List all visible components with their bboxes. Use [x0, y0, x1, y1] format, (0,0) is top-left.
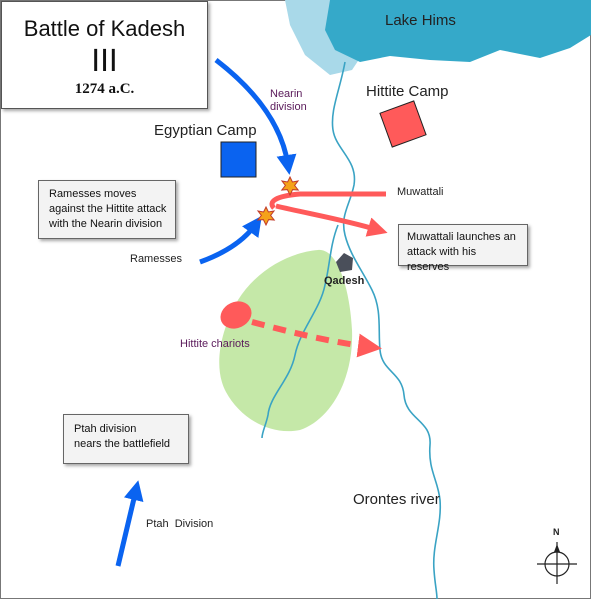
ptah-arrow: [115, 480, 144, 567]
hittite-camp-marker: [379, 100, 427, 148]
clash-star-icon: [256, 205, 276, 227]
title-box: Battle of Kadesh III 1274 a.C.: [1, 1, 208, 109]
city-icon: [336, 253, 353, 272]
egyptian-camp-label: Egyptian Camp: [154, 122, 257, 139]
forest-area: [219, 249, 353, 432]
hittite-chariots-marker: [220, 301, 252, 329]
lake-hims: [325, 0, 591, 62]
map-title-phase: III: [91, 44, 118, 79]
egyptian-camp-marker: [220, 141, 257, 178]
muwattali-note: Muwattali launches an attack with his re…: [398, 224, 528, 273]
compass-north-label: N: [553, 527, 560, 537]
chariots-dashed-arrow: [251, 319, 382, 358]
ramesses-note-line3: with the Nearin division: [49, 218, 163, 230]
ptah-label: Ptah Division: [146, 518, 214, 530]
clash-star-icon: [280, 175, 300, 197]
nearin-arrow: [214, 58, 297, 175]
nearin-label-line1: Nearin: [270, 88, 303, 100]
ptah-note: Ptah division nears the battlefield: [63, 414, 189, 464]
ramesses-note: Ramesses moves against the Hittite attac…: [38, 180, 176, 239]
muwattali-note-line2: attack with his reserves: [407, 246, 477, 273]
nearin-label-line2: division: [270, 101, 307, 113]
qadesh-label: Qadesh: [324, 275, 365, 287]
hittite-camp-label: Hittite Camp: [366, 83, 449, 100]
ramesses-note-line1: Ramesses moves: [49, 188, 137, 200]
river-label: Orontes river: [353, 491, 440, 508]
ptah-note-line1: Ptah division: [74, 423, 137, 435]
ramesses-note-line2: against the Hittite attack: [49, 203, 167, 215]
map-title: Battle of Kadesh: [23, 16, 186, 41]
muwattali-line: [269, 191, 386, 210]
lake-label: Lake Hims: [385, 12, 456, 29]
river-branch: [261, 224, 339, 439]
compass-rose-icon: [537, 542, 577, 584]
ptah-note-line2: nears the battlefield: [74, 438, 171, 450]
hittite-chariots-label: Hittite chariots: [180, 338, 250, 350]
nearin-label: Nearin division: [270, 88, 307, 114]
ramesses-arrow: [199, 215, 262, 265]
muwattali-note-line1: Muwattali launches an: [407, 231, 516, 243]
muwattali-attack-arrow: [275, 203, 388, 237]
ramesses-label: Ramesses: [130, 253, 182, 265]
map-title-year: 1274 a.C.: [74, 81, 135, 97]
muwattali-label: Muwattali: [397, 186, 444, 198]
